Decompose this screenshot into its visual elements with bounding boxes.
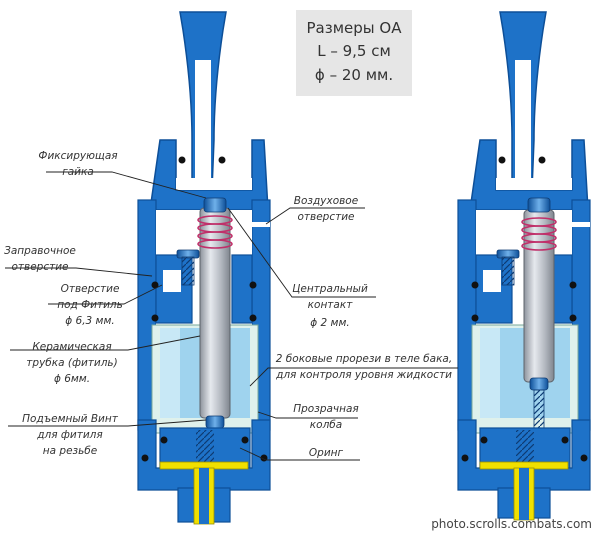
labels-middle: Воздуховое отверстие Центральный контакт… [275, 195, 452, 459]
label-screw-3: на резьбе [43, 445, 97, 457]
leader-lines [5, 171, 458, 461]
atomizer-right [457, 11, 591, 521]
label-wick-hole: Отверстие [61, 283, 120, 295]
label-nut-2: гайка [62, 166, 94, 178]
label-oring: Оринг [309, 447, 344, 459]
coil [521, 217, 557, 251]
oring-dot [471, 314, 479, 322]
tank-head-right [231, 254, 253, 324]
label-fill-hole: Заправочное [4, 245, 76, 257]
label-screw: Подъемный Винт [22, 413, 119, 425]
watermark: photo.scrolls.combats.com [431, 517, 592, 531]
label-contact-2: контакт [308, 299, 354, 311]
oring-dot [160, 436, 168, 444]
label-nut: Фиксирующая [38, 150, 117, 162]
spec-diameter: ϕ – 20 мм. [315, 66, 393, 84]
labels-left: Фиксирующая гайка Заправочное отверстие … [4, 150, 123, 457]
oring-dot [538, 156, 546, 164]
lifting-screw [529, 377, 549, 391]
top-contact [527, 197, 551, 213]
label-fill-hole-2: отверстие [11, 261, 68, 273]
oring-dot [461, 454, 469, 462]
oring-dot [249, 314, 257, 322]
label-flask-2: колба [310, 419, 342, 431]
label-ceramic-2: трубка (фитиль) [26, 357, 117, 369]
label-wick-hole-3: ϕ 6,3 мм. [65, 315, 114, 327]
oring-dot [151, 281, 159, 289]
top-contact [203, 197, 227, 213]
label-wick-hole-2: под Фитиль [57, 299, 123, 311]
label-contact: Центральный [292, 283, 368, 295]
label-ceramic: Керамическая [32, 341, 111, 353]
oring-dot [480, 436, 488, 444]
ceramic-tube [523, 209, 555, 383]
oring-dot [141, 454, 149, 462]
label-screw-2: для фитиля [36, 429, 102, 441]
oring-dot [498, 156, 506, 164]
label-contact-3: ϕ 2 мм. [310, 317, 349, 329]
spec-length: L – 9,5 см [317, 42, 391, 60]
oring-dot [561, 436, 569, 444]
oring-dot [471, 281, 479, 289]
oring-dot [569, 314, 577, 322]
oring-dot [218, 156, 226, 164]
drip-tip-bore [195, 60, 211, 192]
oring-dot [241, 436, 249, 444]
oring-dot [580, 454, 588, 462]
oring-dot [151, 314, 159, 322]
spec-box: Размеры ОА L – 9,5 см ϕ – 20 мм. [296, 10, 412, 96]
label-ceramic-3: ϕ 6мм. [54, 373, 90, 385]
air-hole [252, 222, 270, 227]
coil [197, 215, 233, 249]
label-slots: 2 боковые прорези в теле бака, [276, 353, 452, 365]
atomizer-left [137, 11, 271, 525]
label-slots-2: для контроля уровня жидкости [275, 369, 452, 381]
oring-dot [569, 281, 577, 289]
oring-dot [178, 156, 186, 164]
oring-dot [249, 281, 257, 289]
lifting-screw [205, 415, 225, 429]
label-air-hole: Воздуховое [294, 195, 358, 207]
label-air-hole-2: отверстие [297, 211, 354, 223]
spec-title: Размеры ОА [307, 19, 403, 37]
label-flask: Прозрачная [293, 403, 359, 415]
